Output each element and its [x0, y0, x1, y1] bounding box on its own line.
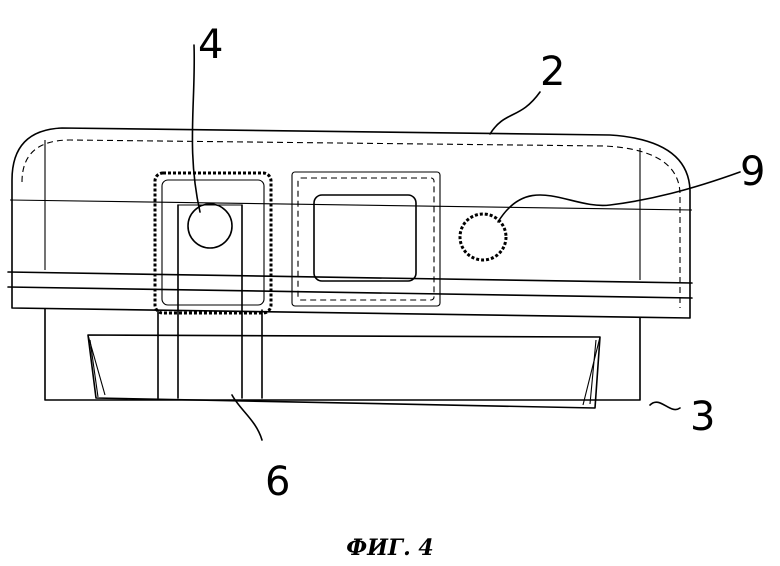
- ref-4-label: 4: [198, 22, 223, 68]
- ref-9-label: 9: [740, 149, 765, 195]
- ref-6-label: 6: [265, 459, 290, 505]
- upper-housing: [8, 128, 692, 318]
- ref-3-label: 3: [690, 394, 715, 440]
- figure-caption: ФИГ. 4: [346, 535, 433, 561]
- ref-2-label: 2: [540, 49, 565, 95]
